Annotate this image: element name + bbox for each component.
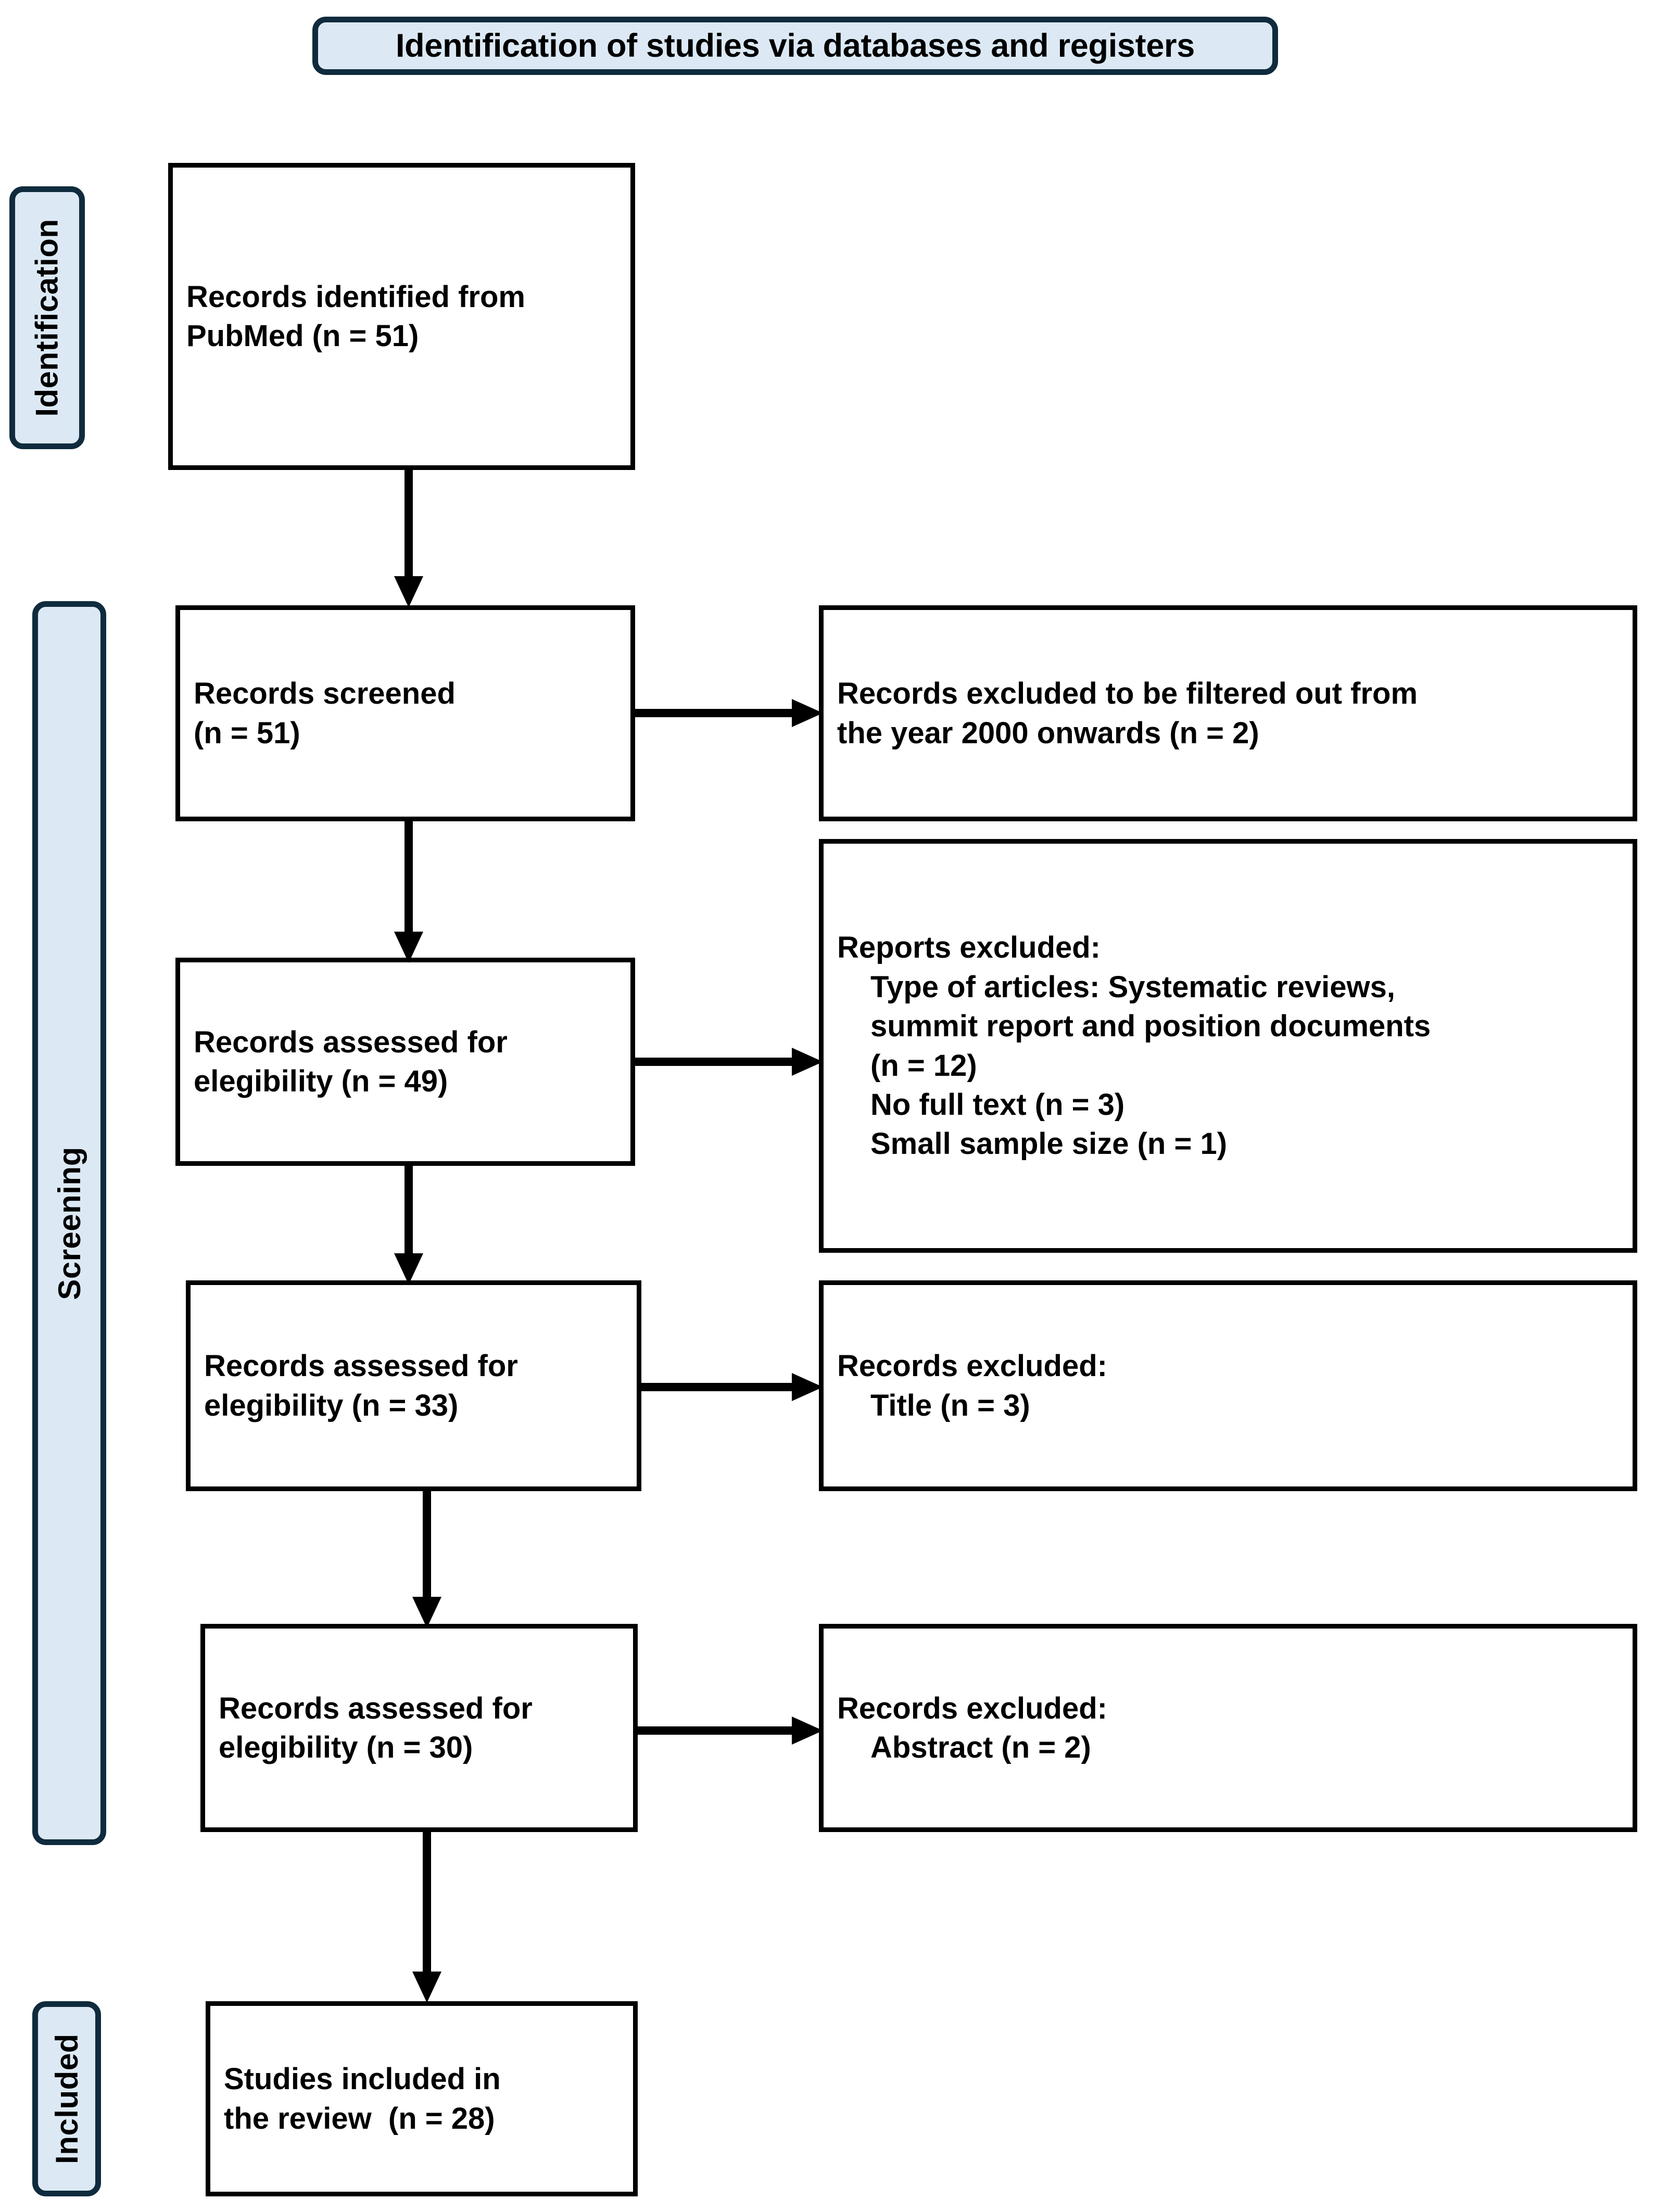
box-records-screened-line1: Records screened — [194, 677, 456, 711]
arrow-eligibility-49-to-reports-excluded — [633, 1044, 825, 1080]
box-records-identified-line1: Records identified from — [186, 279, 525, 314]
box-studies-included: Studies included in the review (n = 28) — [206, 2001, 638, 2196]
box-reports-excluded-line1: Reports excluded: — [837, 931, 1101, 965]
box-assessed-eligibility-30-line1: Records assessed for — [219, 1691, 533, 1725]
box-reports-excluded-line4: (n = 12) — [870, 1048, 977, 1083]
diagram-title-text: Identification of studies via databases … — [395, 28, 1195, 64]
box-assessed-eligibility-33-line2: elegibility (n = 33) — [204, 1388, 459, 1422]
box-records-excluded-year-line1: Records excluded to be filtered out from — [837, 677, 1418, 711]
arrow-eligibility-33-to-eligibility-30 — [403, 1488, 450, 1631]
diagram-title-banner: Identification of studies via databases … — [312, 17, 1278, 75]
box-assessed-eligibility-49-line1: Records assessed for — [194, 1025, 508, 1059]
phase-band-included: Included — [32, 2001, 101, 2196]
arrow-screened-to-excluded-year — [633, 695, 825, 731]
box-records-identified-line2: PubMed (n = 51) — [186, 319, 419, 353]
arrow-eligibility-30-to-excluded-abstract — [635, 1712, 826, 1749]
box-records-excluded-abstract: Records excluded: Abstract (n = 2) — [819, 1624, 1637, 1832]
box-reports-excluded-line5: No full text (n = 3) — [870, 1087, 1125, 1122]
box-reports-excluded: Reports excluded: Type of articles: Syst… — [819, 839, 1637, 1253]
box-records-screened: Records screened (n = 51) — [175, 605, 635, 821]
box-records-excluded-abstract-line2: Abstract (n = 2) — [870, 1731, 1091, 1764]
phase-label-screening: Screening — [52, 1146, 87, 1300]
arrow-identified-to-screened — [385, 466, 432, 609]
box-studies-included-line2: the review (n = 28) — [224, 2101, 495, 2135]
box-records-excluded-title-line2: Title (n = 3) — [870, 1388, 1030, 1422]
phase-band-identification: Identification — [9, 186, 85, 449]
box-assessed-eligibility-33-line1: Records assessed for — [204, 1349, 518, 1383]
box-assessed-eligibility-49: Records assessed for elegibility (n = 49… — [175, 958, 635, 1166]
box-assessed-eligibility-30-line2: elegibility (n = 30) — [219, 1731, 473, 1764]
box-records-excluded-title: Records excluded: Title (n = 3) — [819, 1280, 1637, 1491]
box-records-excluded-year: Records excluded to be filtered out from… — [819, 605, 1637, 821]
box-records-excluded-year-line2: the year 2000 onwards (n = 2) — [837, 716, 1259, 750]
box-records-excluded-abstract-line1: Records excluded: — [837, 1691, 1107, 1725]
box-records-screened-line2: (n = 51) — [194, 716, 300, 750]
box-studies-included-line1: Studies included in — [224, 2062, 501, 2096]
arrow-eligibility-33-to-excluded-title — [639, 1369, 826, 1405]
box-reports-excluded-line6: Small sample size (n = 1) — [870, 1127, 1228, 1161]
arrow-eligibility-49-to-eligibility-33 — [385, 1162, 432, 1287]
box-reports-excluded-line3: summit report and position documents — [870, 1009, 1431, 1044]
box-reports-excluded-line2: Type of articles: Systematic reviews, — [870, 970, 1395, 1004]
phase-label-identification: Identification — [30, 219, 65, 417]
box-assessed-eligibility-30: Records assessed for elegibility (n = 30… — [200, 1624, 638, 1832]
phase-band-screening: Screening — [32, 601, 106, 1845]
arrow-screened-to-eligibility-49 — [385, 817, 432, 965]
box-records-excluded-title-line1: Records excluded: — [837, 1349, 1107, 1383]
box-assessed-eligibility-49-line2: elegibility (n = 49) — [194, 1064, 448, 1098]
box-assessed-eligibility-33: Records assessed for elegibility (n = 33… — [186, 1280, 641, 1491]
phase-label-included: Included — [49, 2033, 84, 2164]
arrow-eligibility-30-to-included — [403, 1828, 450, 2005]
box-records-identified: Records identified from PubMed (n = 51) — [168, 163, 635, 470]
